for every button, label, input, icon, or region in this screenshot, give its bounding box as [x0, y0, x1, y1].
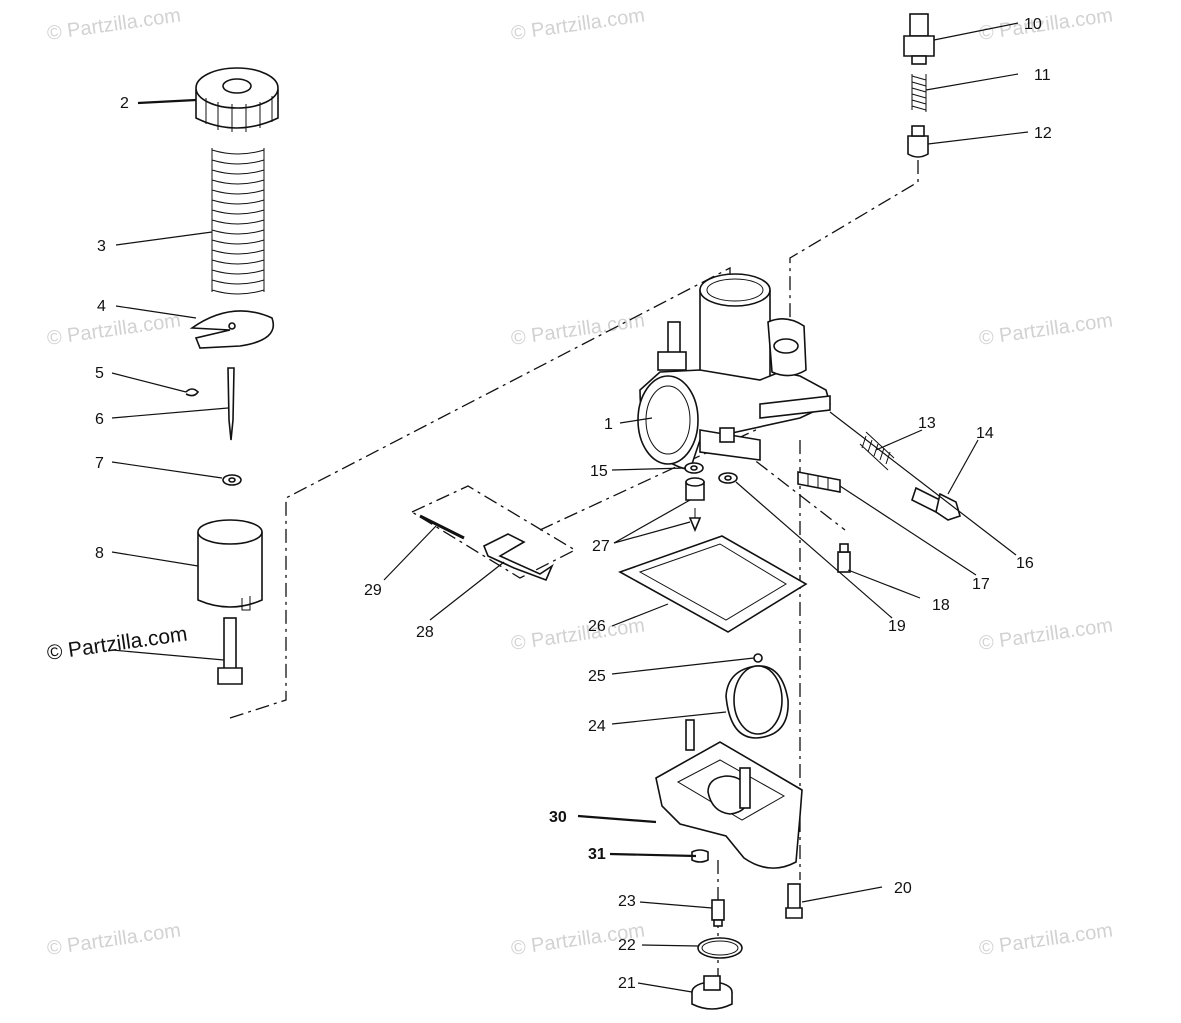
watermark: © Partzilla.com: [978, 309, 1115, 350]
watermark: © Partzilla.com: [46, 4, 183, 45]
part-14-idle-screw: [911, 486, 961, 521]
part-15-washer: [684, 462, 704, 474]
callout-labels: 2 3 4 5 6 7 8 10 11 12 1 13 14 15 16 17 …: [95, 16, 1052, 992]
callout-4: 4: [97, 298, 106, 315]
part-11-adjuster-spring: [911, 74, 927, 112]
part-5-clip: [185, 388, 200, 397]
callout-15: 15: [590, 463, 608, 480]
callout-10: 10: [1024, 16, 1042, 33]
part-22-o-ring: [697, 937, 743, 959]
watermark-main: © Partzilla.com: [45, 622, 188, 664]
callout-30: 30: [549, 809, 567, 826]
callout-8: 8: [95, 545, 104, 562]
part-1-carburetor-body: [637, 273, 831, 471]
callout-3: 3: [97, 238, 106, 255]
callout-18: 18: [932, 597, 950, 614]
callout-31: 31: [588, 846, 606, 863]
part-23-main-jet: [711, 899, 725, 927]
float-arm-outline: [410, 485, 577, 579]
watermark: © Partzilla.com: [46, 309, 183, 350]
part-29-float-pin: [419, 514, 465, 540]
callout-6: 6: [95, 411, 104, 428]
callout-14: 14: [976, 425, 994, 442]
part-8-throttle-slide: [197, 519, 263, 611]
centerline-top-adjuster: [789, 160, 919, 348]
callout-16: 16: [1016, 555, 1034, 572]
part-28-float-arm: [482, 533, 554, 582]
callout-25: 25: [588, 668, 606, 685]
part-6-jet-needle: [227, 367, 235, 441]
part-18-pilot-jet: [837, 543, 851, 573]
leader-lines: [111, 22, 1029, 993]
part-10-adjuster-nut: [903, 13, 935, 65]
callout-5: 5: [95, 365, 104, 382]
callout-2: 2: [120, 95, 129, 112]
callout-24: 24: [588, 718, 606, 735]
slide-adjuster-screw: [217, 617, 243, 685]
callout-23: 23: [618, 893, 636, 910]
part-26-gasket: [618, 535, 808, 633]
callout-19: 19: [888, 618, 906, 635]
part-24-float: [725, 665, 789, 739]
watermark: © Partzilla.com: [978, 614, 1115, 655]
part-12-adjuster-plunger: [907, 125, 929, 158]
callout-27: 27: [592, 538, 610, 555]
part-2-top-cap: [195, 67, 279, 132]
part-20-bowl-screw: [785, 883, 803, 919]
part-27-needle-valve: [685, 477, 705, 533]
part-19-washer: [718, 472, 738, 484]
part-17-pilot-air-screw: [797, 471, 841, 493]
callout-7: 7: [95, 455, 104, 472]
part-13-pilot-spring: [859, 431, 895, 471]
part-3-spring: [211, 148, 265, 295]
watermark: © Partzilla.com: [510, 4, 647, 45]
callout-11: 11: [1034, 67, 1051, 84]
watermark: © Partzilla.com: [978, 4, 1115, 45]
callout-17: 17: [972, 576, 990, 593]
part-30-float-bowl: [655, 719, 803, 869]
part-25-check-ball: [753, 653, 763, 663]
part-7-washer: [222, 474, 242, 486]
watermark: © Partzilla.com: [510, 309, 647, 350]
watermark: © Partzilla.com: [978, 919, 1115, 960]
centerline-pilot-screw: [734, 444, 846, 531]
callout-20: 20: [894, 880, 912, 897]
part-31-drain-fitting: [691, 849, 709, 863]
part-21-drain-plug: [691, 975, 733, 1010]
callout-21: 21: [618, 975, 636, 992]
assembly-centerlines: [229, 160, 919, 1000]
callout-12: 12: [1034, 125, 1052, 142]
centerline-slide-to-carb: [229, 266, 731, 719]
callout-26: 26: [588, 618, 606, 635]
callout-22: 22: [618, 937, 636, 954]
callout-28: 28: [416, 624, 434, 641]
part-4-seat-plate: [189, 310, 275, 349]
watermark: © Partzilla.com: [46, 919, 183, 960]
callout-13: 13: [918, 415, 936, 432]
callout-29: 29: [364, 582, 382, 599]
callout-1: 1: [604, 416, 613, 433]
